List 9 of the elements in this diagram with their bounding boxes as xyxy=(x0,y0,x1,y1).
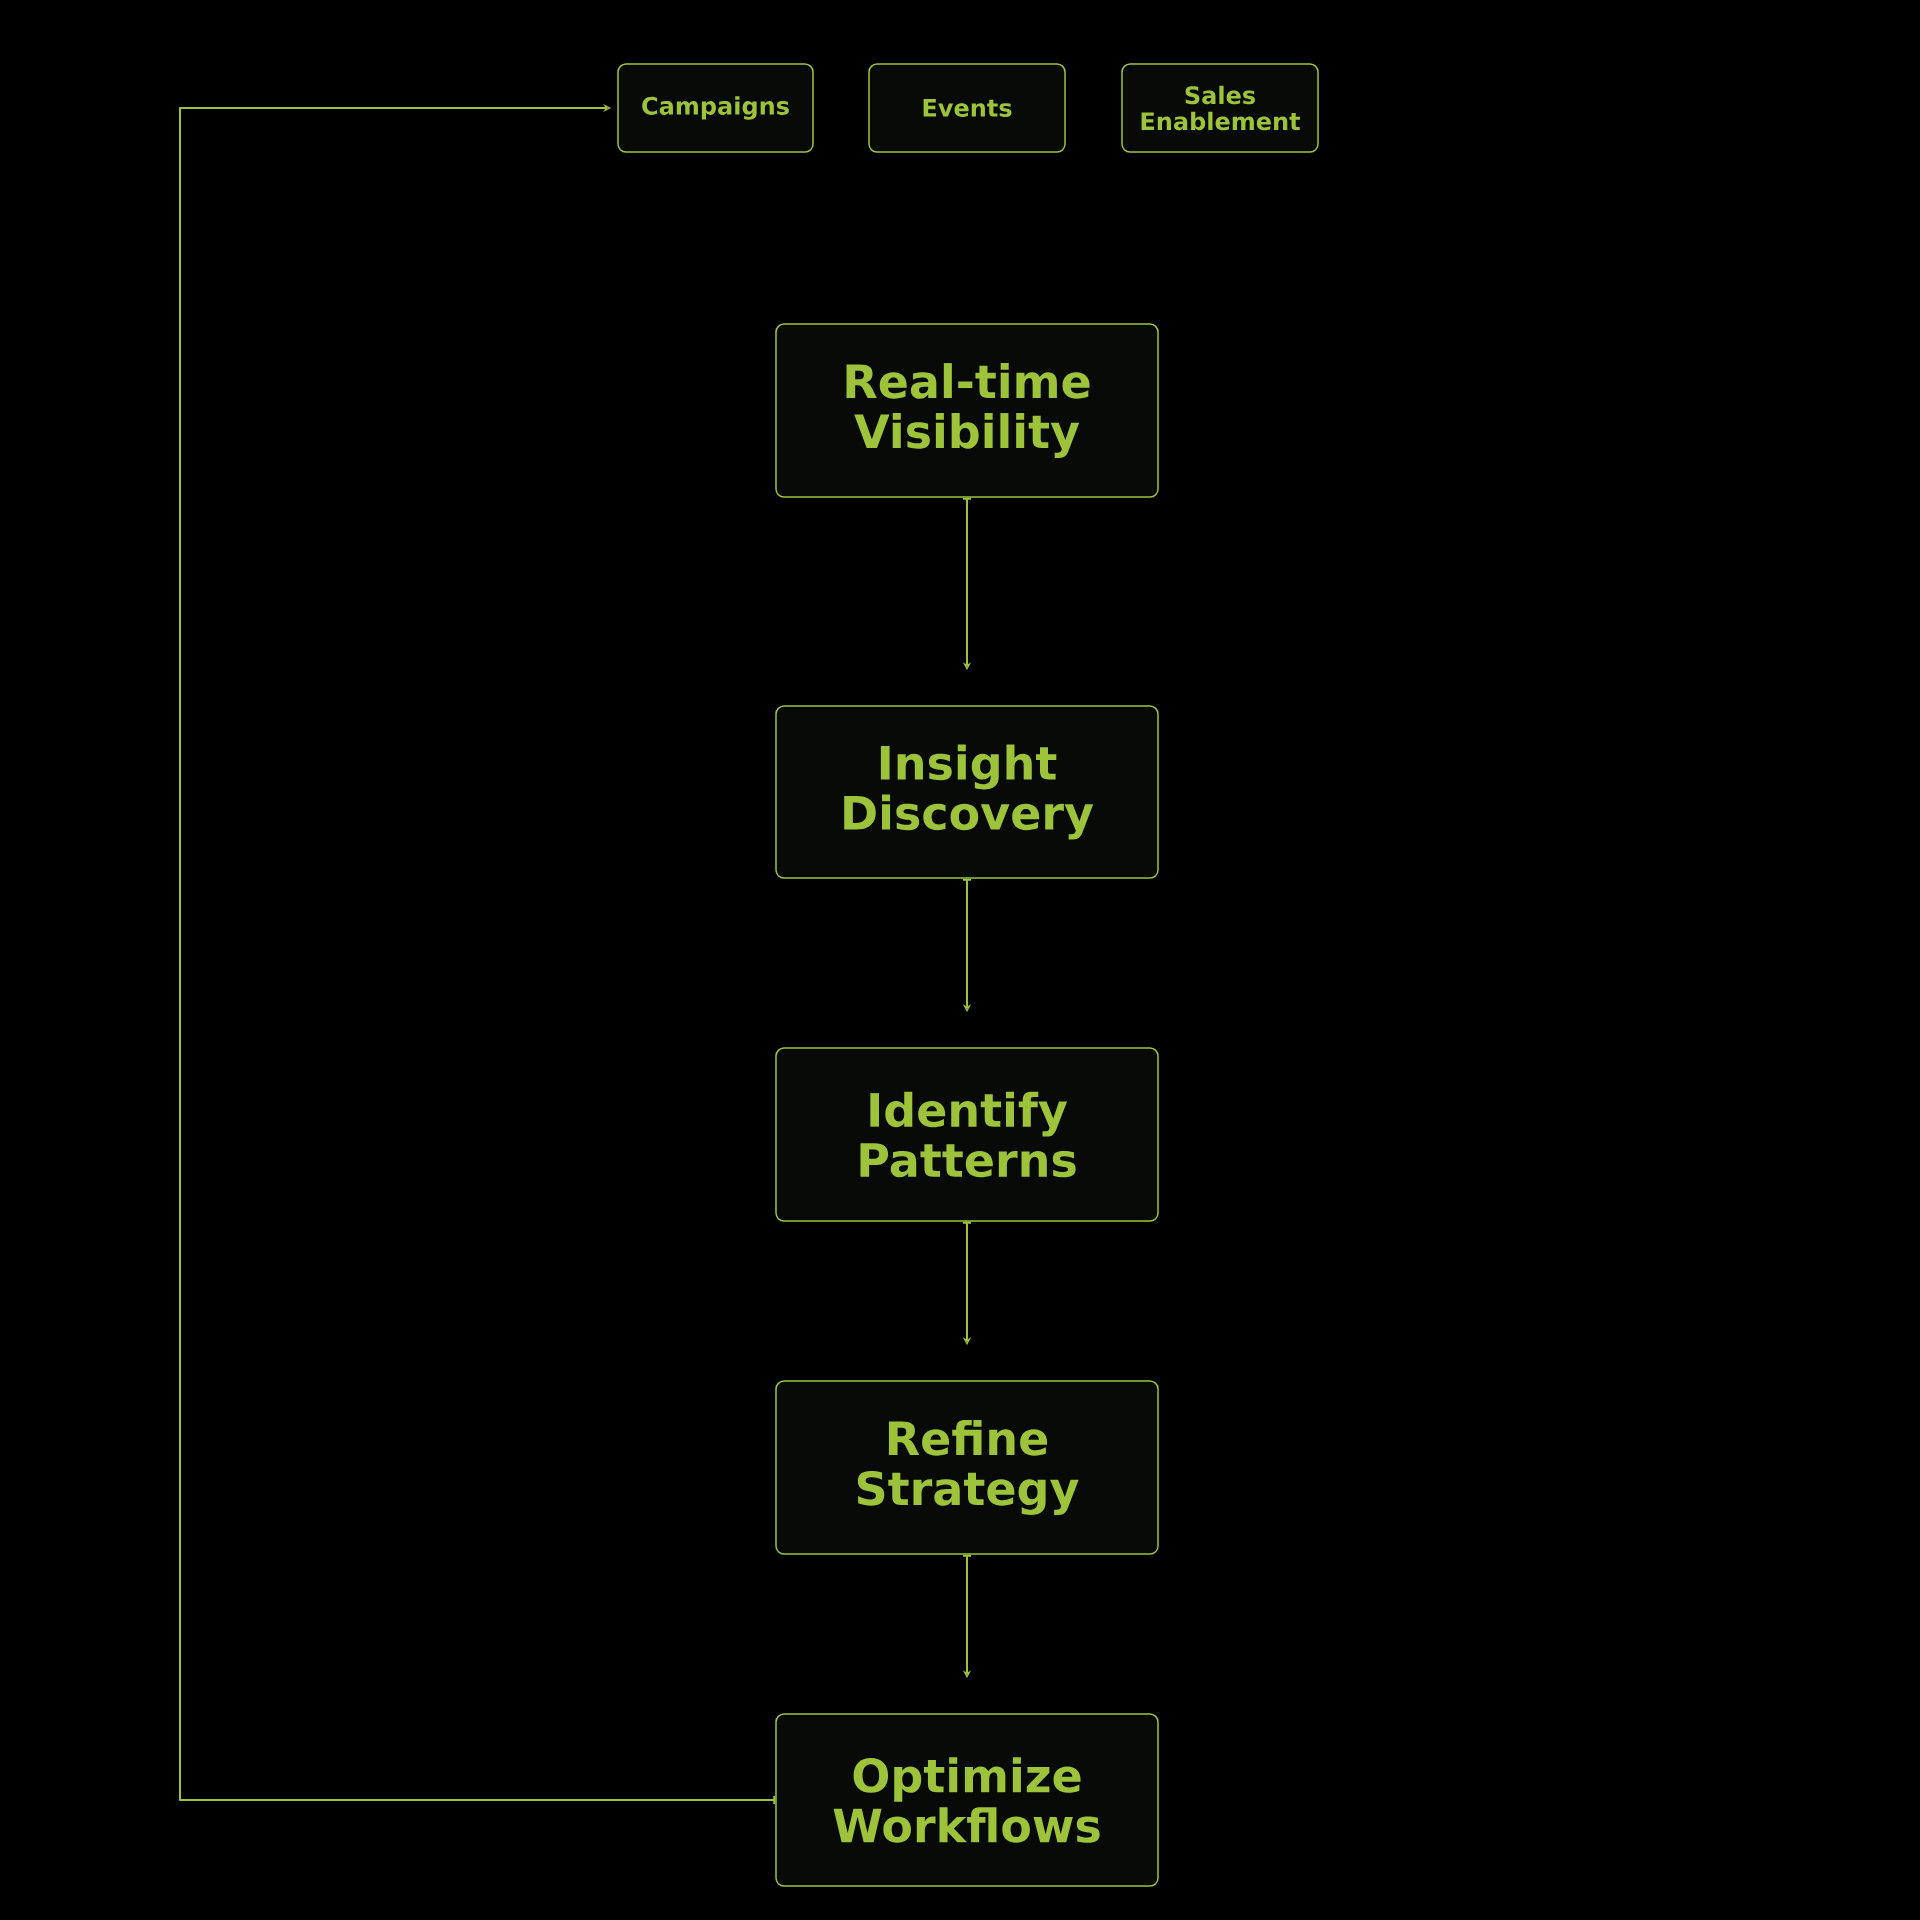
category-box: Campaigns xyxy=(617,63,814,153)
category-box: Events xyxy=(868,63,1066,153)
process-box: Identify Patterns xyxy=(775,1047,1159,1222)
process-box: Real-time Visibility xyxy=(775,323,1159,498)
category-box: Sales Enablement xyxy=(1121,63,1319,153)
arrow xyxy=(179,103,776,1805)
process-box: Refine Strategy xyxy=(775,1380,1159,1555)
process-box: Insight Discovery xyxy=(775,705,1159,879)
process-box: Optimize Workflows xyxy=(775,1713,1159,1887)
